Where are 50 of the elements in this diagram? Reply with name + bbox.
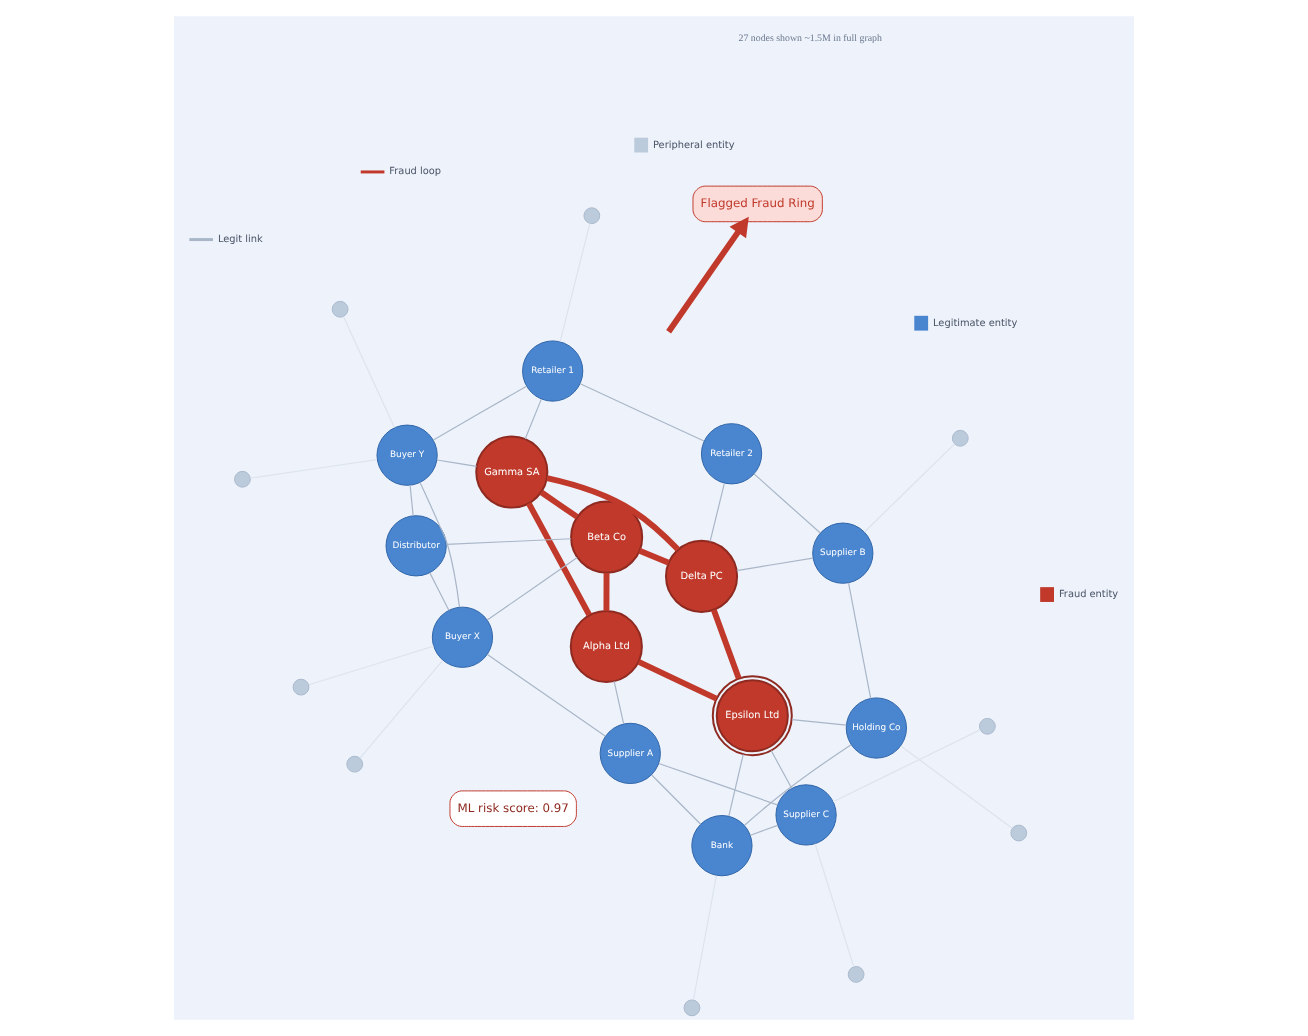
connector <box>486 654 606 737</box>
connector <box>249 459 378 479</box>
connector <box>832 729 981 803</box>
node-circle <box>292 678 310 696</box>
connector <box>613 680 625 725</box>
connector <box>579 383 705 442</box>
node-circle <box>346 755 364 773</box>
connector <box>743 744 852 826</box>
connector <box>692 875 717 1001</box>
node-circle <box>1010 824 1028 842</box>
connector <box>709 482 725 543</box>
connector <box>419 482 461 608</box>
connector <box>539 489 579 520</box>
connector <box>863 443 956 533</box>
connector <box>651 774 702 825</box>
node-circle <box>583 207 601 225</box>
connector <box>900 745 1013 829</box>
connector <box>753 473 821 534</box>
connector <box>342 316 396 429</box>
connector <box>736 557 814 572</box>
node-circle <box>847 966 865 983</box>
connector <box>526 502 592 617</box>
connector <box>749 824 779 836</box>
node-circle <box>951 429 969 447</box>
node-circle <box>979 717 996 735</box>
connector <box>847 582 872 699</box>
connector <box>524 398 542 440</box>
connector <box>546 475 681 552</box>
connector <box>603 573 610 611</box>
connector <box>436 459 478 467</box>
connector <box>658 762 779 806</box>
connector <box>359 659 444 759</box>
connector <box>791 719 847 726</box>
connector <box>308 645 435 686</box>
node-circle <box>234 470 251 488</box>
arrow <box>666 216 749 334</box>
node-circle <box>331 300 349 318</box>
connector <box>770 750 793 789</box>
connector <box>728 753 744 817</box>
connector <box>409 484 414 517</box>
connector <box>711 609 742 680</box>
connector <box>445 538 572 546</box>
connector <box>637 659 718 702</box>
connector <box>432 385 528 441</box>
connector <box>559 223 591 343</box>
connector <box>638 548 670 566</box>
node-circle <box>683 999 701 1017</box>
connector <box>486 556 578 621</box>
connector <box>429 572 450 611</box>
connector <box>814 843 855 968</box>
